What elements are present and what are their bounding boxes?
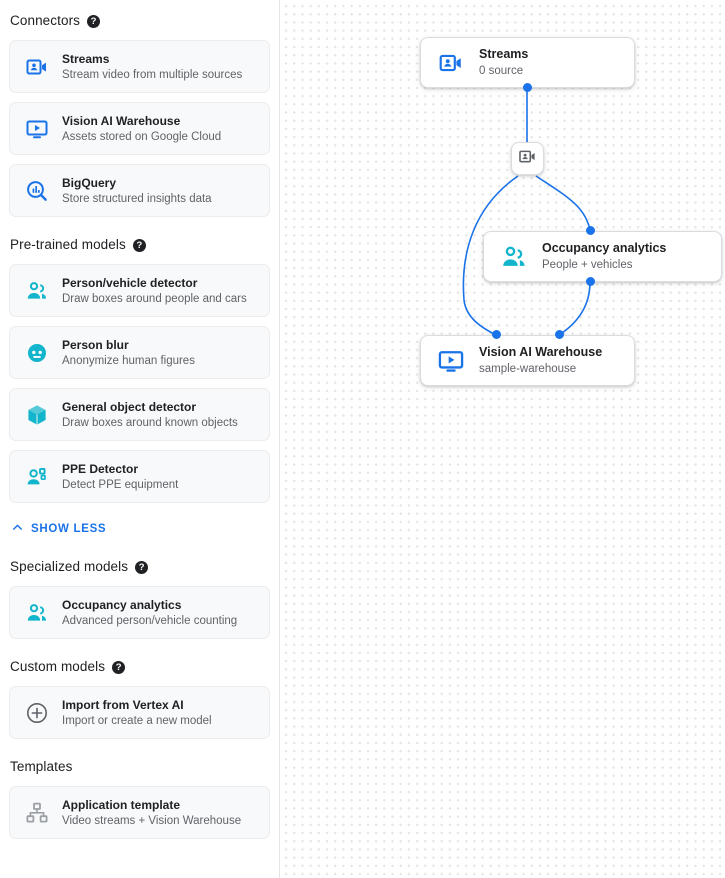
card-subtitle: Anonymize human figures <box>62 354 195 367</box>
sidebar-card-application-template[interactable]: Application template Video streams + Vis… <box>9 786 270 839</box>
chevron-up-icon <box>11 521 24 537</box>
card-title: Streams <box>62 51 110 66</box>
node-title: Vision AI Warehouse <box>479 345 603 359</box>
node-subtitle: People + vehicles <box>542 259 633 271</box>
sidebar-card-occupancy-analytics[interactable]: Occupancy analytics Advanced person/vehi… <box>9 586 270 639</box>
section-title: Specialized models <box>10 559 129 574</box>
card-subtitle: Video streams + Vision Warehouse <box>62 814 242 827</box>
people-icon <box>24 278 50 304</box>
hierarchy-sitemap-icon <box>24 800 50 826</box>
card-subtitle: Draw boxes around known objects <box>62 416 238 429</box>
component-sidebar: Connectors ? Streams Stream video from m… <box>0 0 280 878</box>
section-header-specialized-models: Specialized models ? <box>9 557 270 577</box>
section-title: Templates <box>10 759 73 774</box>
card-subtitle: Assets stored on Google Cloud <box>62 130 222 143</box>
vision-warehouse-monitor-icon <box>437 347 465 375</box>
node-subtitle: sample-warehouse <box>479 363 577 375</box>
edge-mini-to-warehouse <box>462 175 519 336</box>
card-title: Person blur <box>62 337 129 352</box>
section-header-connectors: Connectors ? <box>9 11 270 31</box>
sidebar-card-ppe-detector[interactable]: PPE Detector Detect PPE equipment <box>9 450 270 503</box>
streams-camera-icon <box>24 54 50 80</box>
card-subtitle: Import or create a new model <box>62 714 212 727</box>
card-subtitle: Stream video from multiple sources <box>62 68 243 81</box>
card-title: BigQuery <box>62 175 117 190</box>
help-icon[interactable]: ? <box>87 14 101 28</box>
sidebar-card-streams[interactable]: Streams Stream video from multiple sourc… <box>9 40 270 93</box>
canvas-node-occupancy-analytics[interactable]: Occupancy analytics People + vehicles <box>483 231 722 282</box>
card-title: General object detector <box>62 399 197 414</box>
section-title: Connectors <box>10 13 81 28</box>
show-less-label: SHOW LESS <box>31 523 107 535</box>
card-title: Occupancy analytics <box>62 597 182 612</box>
connection-dot-warehouse-in-left[interactable] <box>492 330 501 339</box>
node-subtitle: 0 source <box>479 65 524 77</box>
card-subtitle: Advanced person/vehicle counting <box>62 614 238 627</box>
sidebar-card-import-from-vertex-ai[interactable]: Import from Vertex AI Import or create a… <box>9 686 270 739</box>
camera-gray-icon <box>518 147 537 171</box>
person-blur-face-icon <box>24 340 50 366</box>
card-title: Person/vehicle detector <box>62 275 198 290</box>
help-icon[interactable]: ? <box>132 238 146 252</box>
bigquery-search-chart-icon <box>24 178 50 204</box>
sidebar-card-bigquery[interactable]: BigQuery Store structured insights data <box>9 164 270 217</box>
node-title: Streams <box>479 47 529 61</box>
connection-dot-occupancy-in[interactable] <box>586 226 595 235</box>
card-subtitle: Detect PPE equipment <box>62 478 179 491</box>
card-subtitle: Store structured insights data <box>62 192 212 205</box>
help-icon[interactable]: ? <box>112 660 126 674</box>
card-title: Vision AI Warehouse <box>62 113 181 128</box>
plus-circle-icon <box>24 700 50 726</box>
sidebar-card-person-vehicle-detector[interactable]: Person/vehicle detector Draw boxes aroun… <box>9 264 270 317</box>
canvas-node-vision-ai-warehouse[interactable]: Vision AI Warehouse sample-warehouse <box>420 335 635 386</box>
show-less-button[interactable]: SHOW LESS <box>9 519 270 539</box>
vision-warehouse-monitor-icon <box>24 116 50 142</box>
edge-occupancy-to-warehouse <box>558 281 591 336</box>
section-header-pre-trained-models: Pre-trained models ? <box>9 235 270 255</box>
graph-canvas[interactable]: Streams 0 source Occupancy analytics Peo… <box>280 0 725 878</box>
sidebar-card-vision-ai-warehouse[interactable]: Vision AI Warehouse Assets stored on Goo… <box>9 102 270 155</box>
help-icon[interactable]: ? <box>135 560 149 574</box>
canvas-node-streams[interactable]: Streams 0 source <box>420 37 635 88</box>
edge-mini-to-occupancy <box>535 175 591 231</box>
section-header-templates: Templates <box>9 757 270 777</box>
cube-object-icon <box>24 402 50 428</box>
canvas-node-mini-camera[interactable] <box>511 142 544 175</box>
people-icon <box>24 600 50 626</box>
connection-dot-occupancy-out[interactable] <box>586 277 595 286</box>
section-title: Pre-trained models <box>10 237 126 252</box>
sidebar-card-general-object-detector[interactable]: General object detector Draw boxes aroun… <box>9 388 270 441</box>
card-subtitle: Draw boxes around people and cars <box>62 292 247 305</box>
section-header-custom-models: Custom models ? <box>9 657 270 677</box>
ppe-person-gear-icon <box>24 464 50 490</box>
edge-layer <box>462 88 591 336</box>
section-title: Custom models <box>10 659 106 674</box>
node-title: Occupancy analytics <box>542 241 667 255</box>
streams-camera-icon <box>437 49 465 77</box>
sidebar-card-person-blur[interactable]: Person blur Anonymize human figures <box>9 326 270 379</box>
card-title: PPE Detector <box>62 461 139 476</box>
card-title: Application template <box>62 797 181 812</box>
connection-dot-warehouse-in-right[interactable] <box>555 330 564 339</box>
connection-dot-streams-out[interactable] <box>523 83 532 92</box>
card-title: Import from Vertex AI <box>62 697 184 712</box>
people-icon <box>500 243 528 271</box>
